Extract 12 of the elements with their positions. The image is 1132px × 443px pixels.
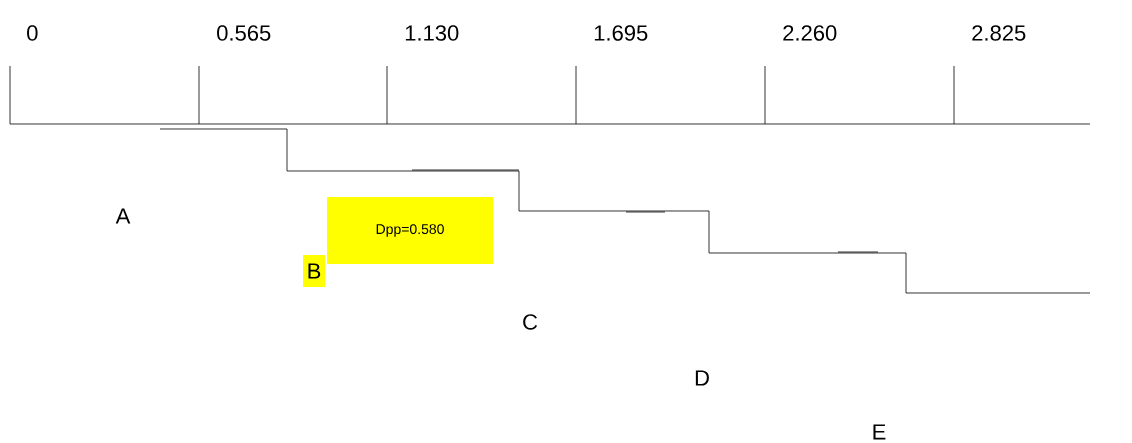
value-box: Dpp=0.580 (327, 197, 493, 264)
tick-label: 2.825 (972, 25, 1026, 41)
letter-label: D (695, 370, 709, 386)
tick-label: 0.565 (217, 25, 271, 41)
letter-label: A (115, 208, 131, 224)
tick-label: 0 (27, 25, 38, 41)
tick-label: 1.695 (594, 25, 648, 41)
letter-label: E (873, 424, 886, 440)
tick-label: 1.130 (405, 25, 459, 41)
letter-label: C (523, 314, 538, 330)
tick-label: 2.260 (783, 25, 837, 41)
highlighted-letter: B (303, 255, 325, 287)
